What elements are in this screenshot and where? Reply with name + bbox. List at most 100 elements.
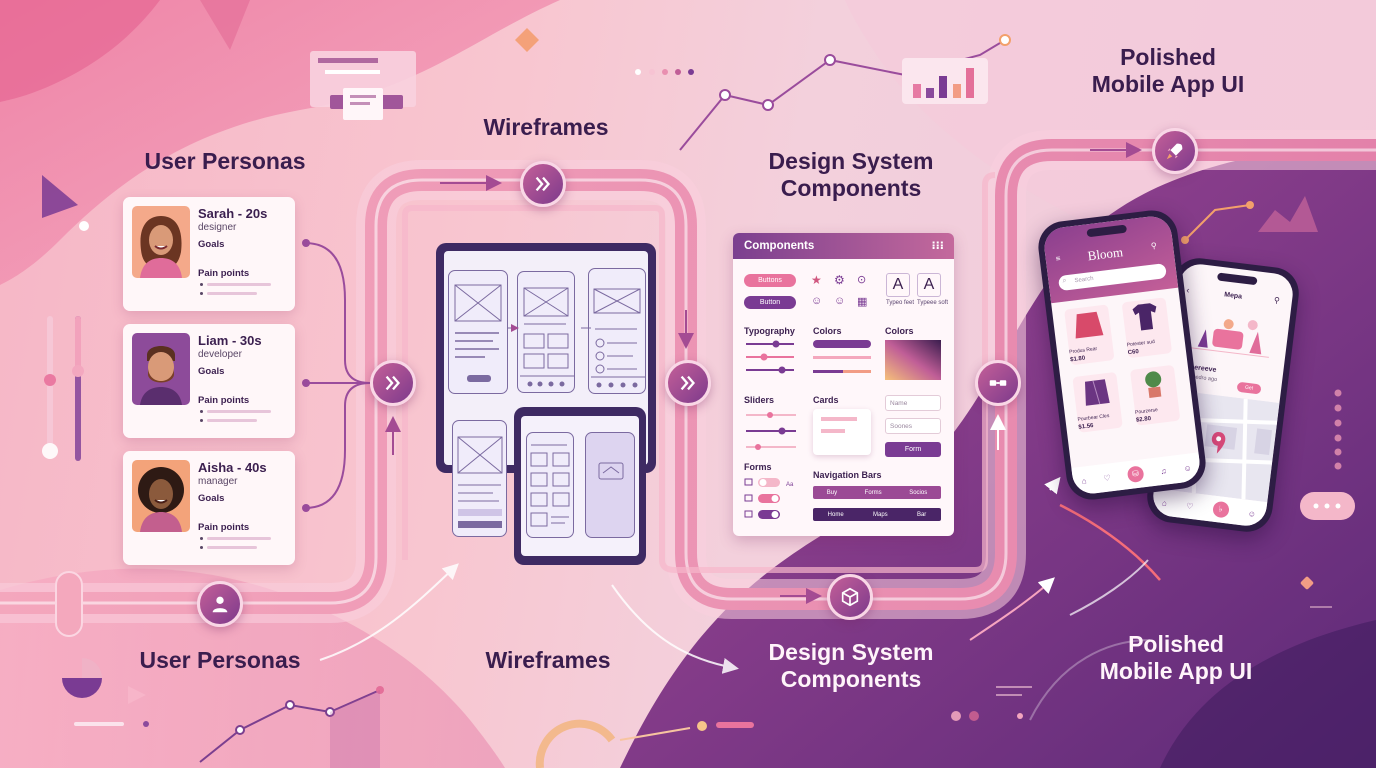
- user-icon[interactable]: ☺: [1182, 462, 1193, 473]
- wireframe-screen-6: [585, 432, 635, 538]
- persona-goals-label: Goals: [198, 493, 225, 504]
- wireframe-screen-5: [526, 432, 574, 538]
- cart-fab-icon[interactable]: ⛁: [1126, 465, 1145, 484]
- buttons-sample-primary[interactable]: Buttons: [744, 274, 796, 287]
- phone-shop-app: ≡ Bloom ⚲ Search ⌕ Produs Rear $1.80 Pot…: [1035, 207, 1209, 503]
- nav-bar-sample-1[interactable]: Buy Forms Socios: [813, 486, 941, 499]
- design-title-top-line1: Design System: [768, 148, 934, 174]
- second-input[interactable]: Soones: [885, 418, 941, 434]
- nav-bar-sample-2[interactable]: Home Maps Bar: [813, 508, 941, 521]
- form-submit-button[interactable]: Form: [885, 442, 941, 457]
- product-card[interactable]: [1129, 364, 1181, 426]
- form-toggles[interactable]: Aa: [744, 477, 804, 522]
- avatar-liam: [132, 333, 190, 405]
- link-icon: ⊙: [857, 274, 867, 286]
- illustration: [1189, 319, 1269, 358]
- polished-title-top-line1: Polished: [1120, 44, 1216, 70]
- colors-label-1: Colors: [813, 326, 842, 336]
- product-card[interactable]: [1072, 371, 1123, 433]
- calendar-icon: ▦: [857, 296, 868, 308]
- nav-item[interactable]: Buy: [826, 489, 838, 496]
- avatar-sarah: [132, 206, 190, 278]
- user-icon[interactable]: ☺: [1247, 508, 1257, 519]
- home-icon[interactable]: ⌂: [1081, 475, 1087, 486]
- color-gradient-swatch: [885, 340, 941, 380]
- wireframe-arrows: [507, 324, 591, 332]
- polished-title-top: Polished Mobile App UI: [1070, 44, 1266, 98]
- nav-bars-label: Navigation Bars: [813, 470, 882, 480]
- wireframes-title-top: Wireframes: [483, 114, 609, 140]
- cart-icon[interactable]: ⚲: [1273, 295, 1281, 306]
- next-step-icon-1[interactable]: [370, 360, 416, 406]
- components-header-label: Components: [744, 240, 815, 252]
- search-icon: ⌕: [1062, 277, 1067, 285]
- rocket-icon[interactable]: [1152, 128, 1198, 174]
- name-input[interactable]: Name: [885, 395, 941, 411]
- bag-icon[interactable]: ⚲: [1150, 240, 1158, 251]
- persona-goals-label: Goals: [198, 366, 225, 377]
- personas-title-top: User Personas: [144, 148, 306, 174]
- buttons-sample-secondary[interactable]: Button: [744, 296, 796, 309]
- star-icon: ★: [811, 273, 822, 287]
- type-sample-1: A: [886, 273, 910, 297]
- persona-card-liam[interactable]: Liam - 30s developer Goals Pain points: [123, 324, 295, 438]
- get-button[interactable]: Get: [1236, 381, 1262, 395]
- nav-item[interactable]: Home: [827, 511, 844, 518]
- type-sample-1-label: Typeo feet: [886, 300, 915, 306]
- nav-item[interactable]: Socios: [909, 489, 928, 496]
- forms-label: Forms: [744, 462, 772, 472]
- nav-item[interactable]: Forms: [864, 489, 882, 496]
- heart-icon[interactable]: ♡: [1102, 472, 1112, 483]
- persona-card-sarah[interactable]: Sarah - 20s designer Goals Pain points: [123, 197, 295, 311]
- svg-text:Aa: Aa: [786, 482, 794, 488]
- wireframe-screen-2: [517, 271, 575, 393]
- persona-role: designer: [198, 222, 237, 233]
- design-title-bottom-line1: Design System: [768, 639, 934, 665]
- components-panel: Components⁝⁝⁝ Buttons Button ★ ⚙ ⊙ ☺ ☺ ▦…: [733, 233, 954, 536]
- fab-icon[interactable]: ♭: [1211, 500, 1230, 519]
- nav-item[interactable]: Bar: [916, 511, 927, 518]
- grid-icon[interactable]: ⁝⁝⁝: [931, 240, 944, 252]
- polished-title-bottom-line2: Mobile App UI: [1099, 658, 1253, 684]
- wireframe-screen-3: [588, 268, 646, 394]
- polished-title-top-line2: Mobile App UI: [1091, 71, 1245, 97]
- bell-icon[interactable]: ♫: [1159, 465, 1168, 476]
- polished-title-bottom-line1: Polished: [1128, 631, 1224, 657]
- slider-controls[interactable]: [744, 409, 804, 451]
- home-icon[interactable]: ⌂: [1161, 497, 1168, 508]
- next-step-icon-2[interactable]: [520, 161, 566, 207]
- user-node-icon[interactable]: [197, 581, 243, 627]
- persona-pain-label: Pain points: [198, 395, 250, 406]
- nav-item[interactable]: Maps: [872, 511, 888, 518]
- type-sample-2: A: [917, 273, 941, 297]
- next-step-icon-3[interactable]: [665, 360, 711, 406]
- back-icon[interactable]: ‹: [1185, 284, 1191, 296]
- product-card[interactable]: [1121, 297, 1173, 359]
- design-system-title-top: Design System Components: [740, 148, 962, 202]
- persona-pain-label: Pain points: [198, 522, 250, 533]
- typography-label: Typography: [744, 326, 795, 336]
- components-panel-header: Components ⁝⁝⁝: [733, 233, 954, 259]
- sliders-label: Sliders: [744, 395, 775, 405]
- persona-goals-label: Goals: [198, 239, 225, 250]
- persona-role: developer: [198, 349, 242, 360]
- design-title-top-line2: Components: [780, 175, 922, 201]
- design-system-title-bottom: Design System Components: [740, 639, 962, 693]
- persona-card-aisha[interactable]: Aisha - 40s manager Goals Pain points: [123, 451, 295, 565]
- polished-title-bottom: Polished Mobile App UI: [1076, 631, 1276, 685]
- typography-sliders[interactable]: [744, 337, 804, 377]
- persona-name: Sarah - 20s: [198, 206, 268, 221]
- gear-icon: ⚙: [834, 273, 845, 287]
- menu-icon[interactable]: ≡: [1055, 253, 1061, 264]
- cube-icon[interactable]: [827, 574, 873, 620]
- persona-name: Liam - 30s: [198, 333, 262, 348]
- wireframe-screen-1: [448, 270, 508, 394]
- color-bars: [813, 340, 871, 373]
- cards-label: Cards: [813, 395, 839, 405]
- heart-icon[interactable]: ♡: [1185, 500, 1194, 511]
- wireframes-title-bottom: Wireframes: [485, 647, 611, 673]
- persona-pain-label: Pain points: [198, 268, 250, 279]
- connect-icon[interactable]: [975, 360, 1021, 406]
- avatar-aisha: [132, 460, 190, 532]
- product-card[interactable]: [1064, 304, 1115, 366]
